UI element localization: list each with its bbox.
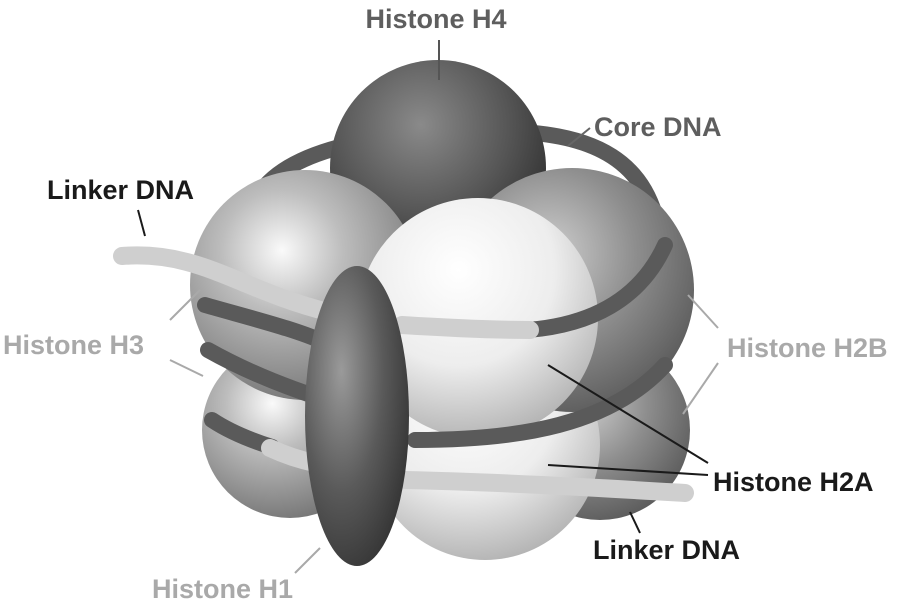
leader-histone-h2b-lower xyxy=(682,362,719,415)
label-histone-h2a: Histone H2A xyxy=(713,467,874,497)
leader-histone-h1 xyxy=(294,547,321,574)
label-histone-h1: Histone H1 xyxy=(152,574,293,604)
label-linker-dna-top: Linker DNA xyxy=(47,175,194,205)
label-linker-dna-bottom: Linker DNA xyxy=(593,535,740,565)
label-histone-h3: Histone H3 xyxy=(3,330,144,360)
core-dna-wrap-middle-right xyxy=(407,357,673,448)
leader-linker-dna-top xyxy=(137,209,146,237)
linker-dna-mid xyxy=(393,316,539,339)
label-histone-h2b: Histone H2B xyxy=(727,333,888,363)
histone-h2a-upper-sphere xyxy=(358,198,598,438)
leader-histone-h2b-upper xyxy=(687,294,719,329)
core-dna-wrap-upper-right xyxy=(520,237,673,338)
leader-histone-h2a-upper xyxy=(547,364,709,464)
histone-h1-ellipse xyxy=(305,266,409,566)
leader-linker-dna-bottom xyxy=(629,511,641,534)
leader-histone-h3-lower xyxy=(169,359,204,377)
leader-lines xyxy=(137,40,719,574)
leader-core-dna xyxy=(567,127,591,147)
leader-histone-h3-upper xyxy=(169,289,201,321)
linker-dna-right xyxy=(396,471,694,502)
leader-histone-h2a-lower xyxy=(547,464,709,476)
label-histone-h4: Histone H4 xyxy=(365,4,506,34)
linker-dna-left xyxy=(113,246,337,321)
label-core-dna: Core DNA xyxy=(594,112,722,142)
